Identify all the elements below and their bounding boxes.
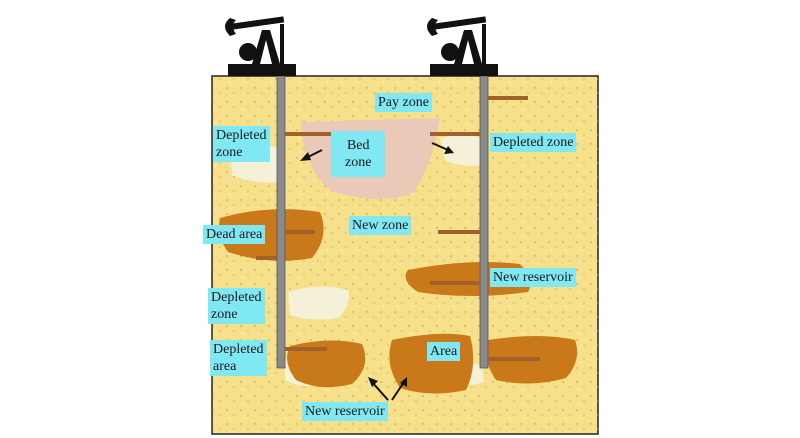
label-depleted-zone-top-left: Depleted zone — [213, 126, 270, 162]
pumpjack-icon-left — [225, 16, 296, 76]
branch-dead-area-lower — [256, 256, 277, 260]
branch-depleted-zone-right — [430, 132, 480, 136]
branch-dead-area — [285, 230, 315, 234]
label-area: Area — [427, 342, 461, 361]
label-new-reservoir-right: New reservoir — [490, 268, 576, 287]
pumpjack-icon-right — [427, 16, 498, 76]
arrow-icon — [300, 142, 454, 401]
dead-area-reservoir — [219, 209, 324, 261]
new-reservoir-bottom-left — [287, 340, 366, 388]
branch-pay-zone — [488, 96, 528, 100]
label-new-zone: New zone — [349, 216, 412, 235]
depleted-patch-right — [440, 135, 487, 166]
label-new-reservoir-bottom: New reservoir — [302, 402, 388, 421]
label-bed-zone: Bed zone — [331, 131, 386, 177]
branch-new-reservoir — [430, 281, 480, 285]
depleted-patch-mid — [288, 286, 349, 320]
label-dead-area: Dead area — [203, 225, 266, 244]
branch-area — [488, 357, 540, 361]
label-depleted-area: Depleted area — [210, 340, 267, 376]
label-depleted-zone-top-right: Depleted zone — [490, 133, 577, 152]
label-depleted-zone-mid-left: Depleted zone — [208, 288, 265, 324]
branch-new-zone — [438, 230, 480, 234]
branch-depleted-zone-left — [285, 132, 333, 136]
branch-depleted-area — [285, 347, 327, 351]
left-well-pipe — [276, 75, 286, 369]
label-pay-zone: Pay zone — [375, 93, 432, 112]
right-well-pipe — [479, 75, 489, 369]
